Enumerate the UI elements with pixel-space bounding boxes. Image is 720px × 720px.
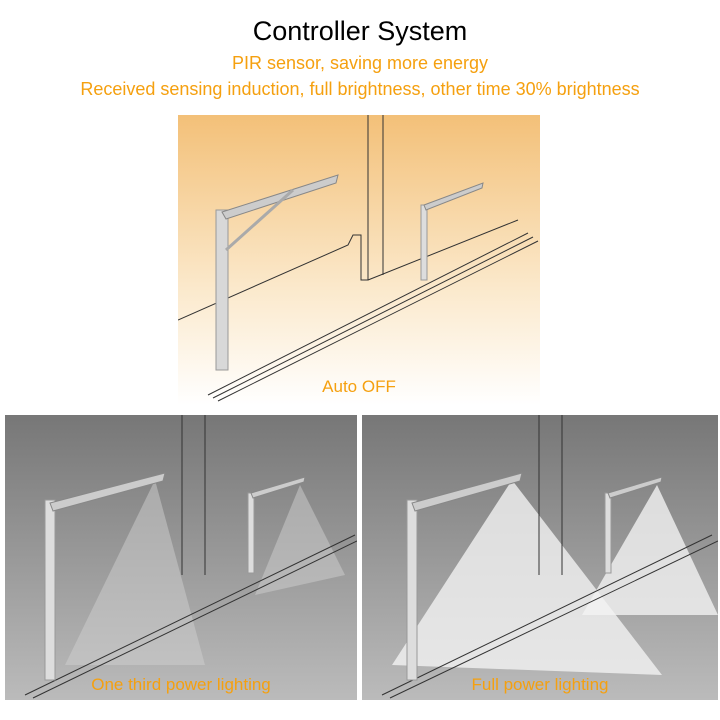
caption-one-third-power: One third power lighting xyxy=(91,675,271,694)
page-title: Controller System xyxy=(252,16,468,46)
scene-full-power: Full power lighting xyxy=(362,415,719,700)
street-light-bright-illustration xyxy=(362,415,719,700)
subtitle-pir: PIR sensor, saving more energy xyxy=(231,53,489,73)
street-light-daytime-illustration xyxy=(177,115,540,405)
caption-full-power: Full power lighting xyxy=(471,675,609,694)
scene-auto-off: Auto OFF xyxy=(177,115,540,405)
caption-auto-off: Auto OFF xyxy=(322,377,396,396)
subtitle-brightness: Received sensing induction, full brightn… xyxy=(80,79,640,99)
scene-one-third-power: One third power lighting xyxy=(5,415,358,700)
street-light-dim-illustration xyxy=(5,415,358,700)
